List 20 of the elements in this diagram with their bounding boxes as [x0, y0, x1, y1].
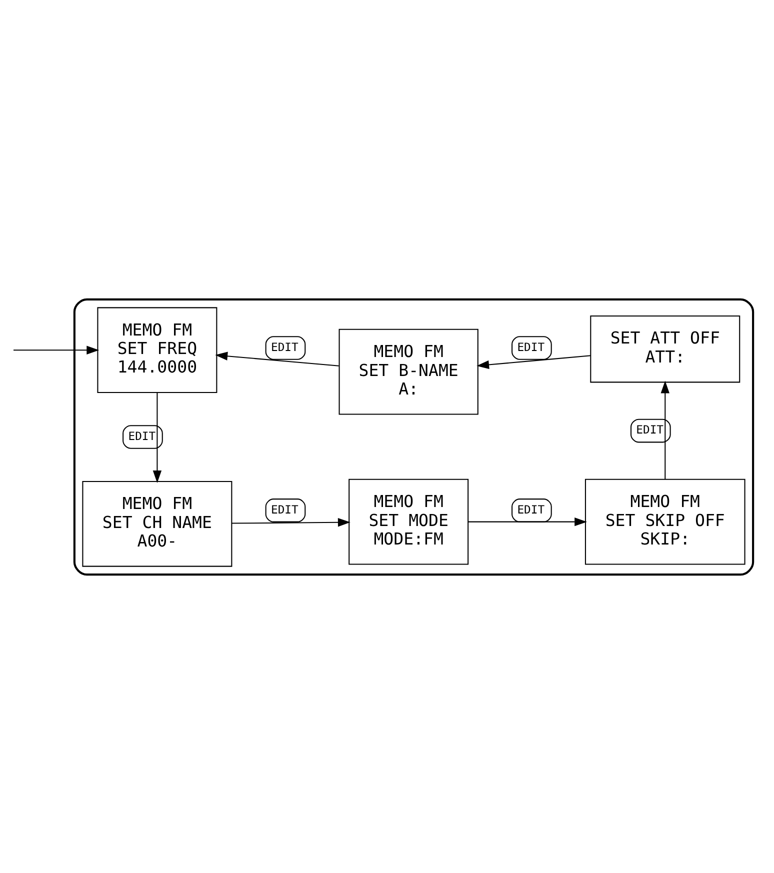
node-box: MEMO FM SET FREQ 144.0000 [97, 306, 218, 393]
node-box: MEMO FM SET B-NAME A: [338, 328, 478, 414]
node-box: MEMO FM SET MODE MODE:FM [348, 478, 469, 564]
edge-label: EDIT [128, 428, 156, 442]
node-box: MEMO FM SET SKIP OFF SKIP: [584, 478, 746, 564]
node-box: MEMO FM SET CH NAME A00- [82, 480, 232, 566]
arrow [152, 392, 162, 482]
arrow [468, 516, 587, 526]
edge-label: EDIT [517, 339, 545, 354]
arrow [14, 345, 100, 354]
arrow [215, 351, 339, 366]
cluster [73, 298, 754, 576]
arrow [232, 518, 350, 526]
edge-label: EDIT [517, 502, 545, 516]
node-box: SET ATT OFF ATT: [590, 314, 740, 382]
edge-label: EDIT [270, 502, 298, 516]
edge-label: EDIT [270, 339, 298, 354]
arrow [476, 354, 591, 369]
arrow [660, 380, 670, 479]
edge-label: EDIT [636, 422, 664, 436]
